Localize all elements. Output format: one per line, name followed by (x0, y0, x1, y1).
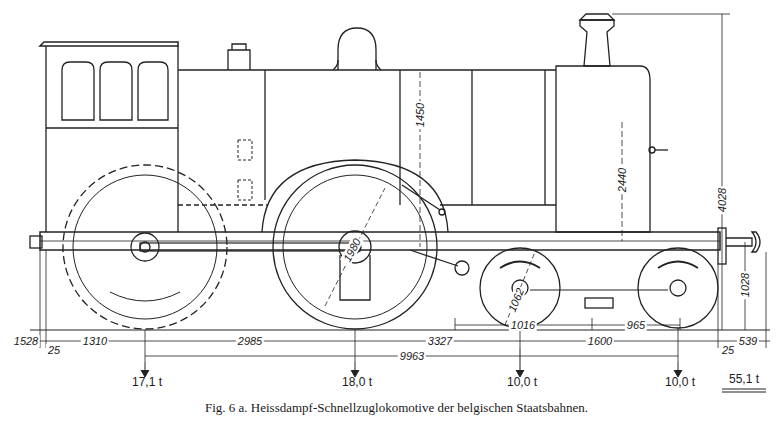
dimension-label: 1450 (414, 101, 426, 129)
figure-caption: Fig. 6 a. Heissdampf-Schnellzuglokomotiv… (205, 400, 588, 416)
axle-load: 10,0 t (505, 376, 539, 389)
dimension-label: 2440 (616, 166, 628, 194)
dimension-label: 1028 (739, 271, 751, 299)
axle-load: 17,1 t (130, 376, 164, 389)
dimension-label: 1528 (12, 335, 40, 347)
dimension-label: 1062 (505, 285, 527, 316)
dimension-label: 9963 (398, 350, 426, 362)
dimension-label: 1016 (509, 319, 537, 331)
axle-load: 18,0 t (340, 376, 374, 389)
dimension-label: 965 (625, 319, 647, 331)
dimension-label: 25 (46, 344, 62, 356)
dimension-label: 2985 (236, 335, 264, 347)
dimension-label: 1310 (81, 335, 109, 347)
axle-load: 55,1 t (727, 373, 761, 386)
dimension-label: 4028 (716, 186, 728, 214)
axle-load: 10,0 t (663, 376, 697, 389)
dimension-label: 1600 (586, 335, 614, 347)
dimension-label: 539 (737, 335, 759, 347)
dimension-label: 25 (720, 344, 736, 356)
dimension-label: 3327 (426, 335, 454, 347)
